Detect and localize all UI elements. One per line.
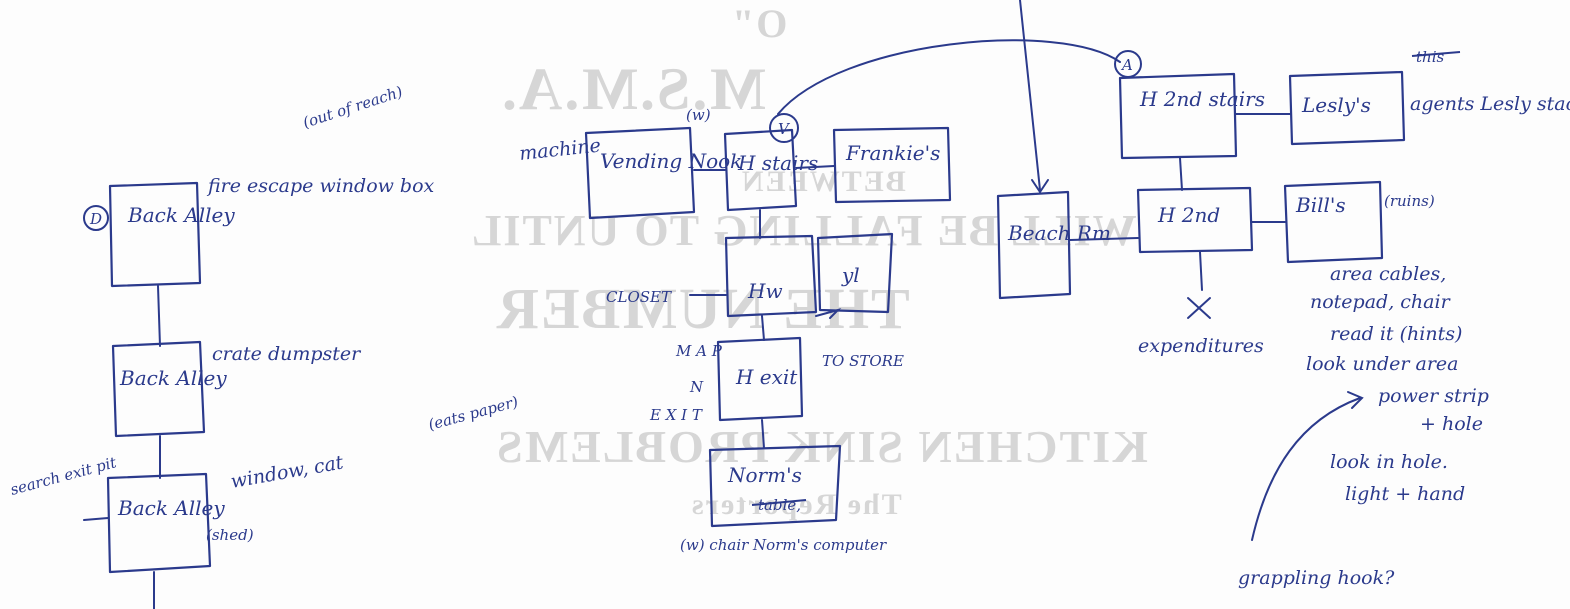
room-label: Bill's — [1295, 193, 1346, 217]
arrow-line — [1019, 0, 1041, 191]
marker-d-left: D — [83, 205, 109, 231]
room-label: H 2nd — [1157, 203, 1220, 227]
room-leslys: Lesly's — [1288, 70, 1406, 146]
room-back-alley-2: Back Alley — [111, 340, 227, 438]
connector — [795, 165, 835, 169]
room-frankies: Frankie's — [832, 126, 952, 204]
room-label: H 2nd stairs — [1139, 87, 1265, 111]
note-bills-line: area cables, — [1330, 263, 1446, 285]
connector — [157, 285, 161, 347]
note-n-letter: N — [689, 378, 704, 396]
note-bills-word: (ruins) — [1384, 192, 1435, 210]
note-expenditures: expenditures — [1138, 335, 1264, 357]
room-beach-rm: Beach Rm — [996, 190, 1111, 300]
room-back-alley-1: Back Alley — [108, 181, 235, 288]
room-bills: Bill's — [1283, 180, 1384, 264]
room-h-2nd: H 2nd — [1136, 186, 1254, 254]
note-bills-line: look in hole. — [1330, 451, 1448, 473]
note-agents-lesly-stack: agents Lesly stack — [1410, 93, 1570, 115]
connector — [1069, 237, 1139, 241]
room-label: Beach Rm — [1007, 221, 1111, 245]
room-label: Back Alley — [127, 203, 235, 227]
connector — [1199, 251, 1203, 291]
connector — [1179, 157, 1183, 191]
note-norm-chair: (w) chair Norm's computer — [680, 536, 887, 554]
note-bills-line: light + hand — [1345, 483, 1465, 505]
room-tag: (shed) — [206, 526, 254, 544]
connector — [83, 517, 109, 521]
room-label: Norm's — [727, 463, 802, 487]
note-exit-letters: E X I T — [649, 406, 703, 424]
connector — [761, 315, 765, 341]
note-bills-line: power strip — [1378, 385, 1489, 407]
strike-line — [751, 499, 807, 506]
room-vending-nook: Vending Nook — [584, 126, 742, 220]
note-w-top: (w) — [686, 106, 711, 124]
note-agents-scratch: this — [1416, 48, 1444, 66]
arrow-head — [1031, 179, 1049, 194]
marker-label: D — [89, 210, 102, 228]
room-label: yl — [841, 263, 860, 287]
note-grappling-hook: grappling hook? — [1238, 567, 1395, 589]
note-bills-line: notepad, chair — [1310, 291, 1452, 313]
note-scratched-word: table, — [758, 496, 801, 514]
room-label: Back Alley — [117, 496, 225, 520]
marker-v-top: V — [769, 113, 799, 143]
room-h-stairs: H stairs — [723, 128, 818, 212]
note-window-cat: window, cat — [229, 451, 345, 493]
marker-label: A — [1120, 56, 1133, 74]
note-machine: machine — [518, 135, 602, 165]
room-label: Lesly's — [1301, 93, 1371, 117]
room-yl: yl — [816, 232, 894, 314]
room-norms: Norm's table, — [708, 444, 842, 528]
room-hw: Hw — [724, 234, 818, 318]
room-label: Hw — [747, 279, 783, 303]
room-label: Back Alley — [119, 366, 227, 390]
note-bills-line: look under area — [1306, 353, 1459, 375]
note-search-exit-pit: search exit pit — [8, 453, 119, 499]
room-label: H stairs — [737, 151, 818, 175]
marker-label: V — [778, 120, 791, 138]
room-label: H exit — [735, 365, 798, 389]
room-back-alley-3: Back Alley (shed) — [106, 472, 254, 574]
connector-curve — [777, 39, 1121, 115]
arrow-line — [1251, 397, 1361, 541]
note-bills-line: + hole — [1420, 413, 1483, 435]
room-h-exit: H exit — [716, 336, 804, 422]
note-eats-paper: (eats paper) — [426, 393, 520, 434]
note-out-of-reach: (out of reach) — [301, 83, 405, 132]
room-label: Frankie's — [845, 141, 940, 165]
note-fire-escape: fire escape window box — [206, 175, 435, 197]
room-h-2nd-stairs: H 2nd stairs — [1118, 72, 1265, 160]
note-map-letters: M A P — [675, 342, 723, 360]
note-to-store: TO STORE — [822, 352, 904, 370]
note-crate-dumpster: crate dumpster — [212, 343, 362, 365]
note-closet: CLOSET — [606, 288, 672, 306]
scribble — [815, 308, 842, 319]
x-mark — [1187, 297, 1211, 319]
arrow-head — [1347, 391, 1364, 409]
note-bills-line: read it (hints) — [1330, 323, 1462, 345]
marker-a-top: A — [1114, 50, 1142, 78]
strike-line — [1411, 51, 1461, 57]
connector — [761, 419, 765, 449]
